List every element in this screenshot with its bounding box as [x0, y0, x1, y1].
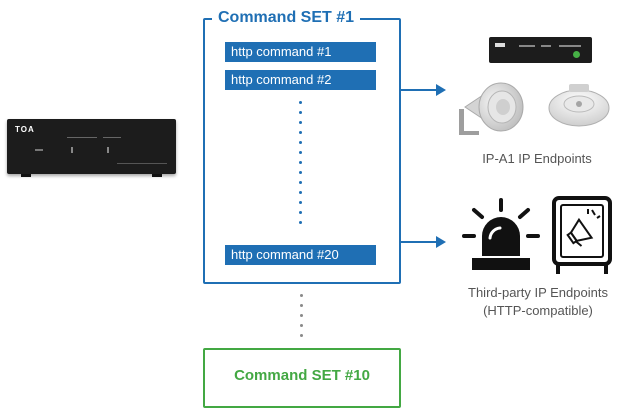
ellipsis-dot	[299, 201, 302, 204]
third-party-caption-line-1: Third-party IP Endpoints	[468, 285, 608, 300]
unit-label-2	[541, 45, 551, 47]
ellipsis-dot	[300, 304, 303, 307]
ellipsis-dot	[299, 141, 302, 144]
http-command-2: http command #2	[225, 70, 376, 90]
ceiling-speaker-icon	[548, 84, 610, 127]
device-panel-line-2	[103, 137, 121, 138]
ellipsis-dot	[299, 131, 302, 134]
third-party-caption-line-2: (HTTP-compatible)	[483, 303, 593, 318]
ellipsis-dot	[300, 314, 303, 317]
device-model-text	[117, 163, 167, 164]
ellipsis-dot	[299, 121, 302, 124]
ellipsis-dot	[299, 161, 302, 164]
command-set-10-box: Command SET #10	[203, 348, 401, 408]
arrow-to-third-party-icon	[400, 236, 446, 248]
ellipsis-dot	[300, 324, 303, 327]
device-foot-left	[21, 174, 31, 177]
http-command-1: http command #1	[225, 42, 376, 62]
warning-beacon-icon	[462, 198, 540, 270]
ellipsis-dot	[299, 211, 302, 214]
device-knob-1	[71, 147, 73, 153]
arrow-to-ip-a1-icon	[400, 84, 446, 96]
ellipsis-dot	[299, 101, 302, 104]
signage-display-icon	[552, 196, 612, 274]
http-command-20: http command #20	[225, 245, 376, 265]
unit-logo	[495, 43, 505, 47]
command-set-1-title: Command SET #1	[212, 8, 361, 28]
ellipsis-dot	[299, 221, 302, 224]
device-panel-line	[67, 137, 97, 138]
amplifier-device-image: TOA	[7, 119, 176, 177]
device-foot-right	[152, 174, 162, 177]
ellipsis-dot	[299, 171, 302, 174]
ip-a1-caption: IP-A1 IP Endpoints	[482, 151, 592, 166]
unit-label-3	[559, 45, 581, 47]
device-indicator	[35, 149, 43, 151]
third-party-caption: Third-party IP Endpoints (HTTP-compatibl…	[448, 284, 628, 320]
unit-status-led	[573, 51, 580, 58]
device-knob-2	[107, 147, 109, 153]
ellipsis-dot	[300, 294, 303, 297]
ip-a1-unit-image	[489, 37, 592, 63]
horn-speaker-icon	[459, 82, 524, 135]
ellipsis-dot	[300, 334, 303, 337]
unit-label	[519, 45, 535, 47]
command-set-10-title: Command SET #10	[234, 367, 370, 384]
ellipsis-dot	[299, 191, 302, 194]
device-logo: TOA	[15, 125, 35, 134]
ellipsis-dot	[299, 111, 302, 114]
ellipsis-dot	[299, 181, 302, 184]
ellipsis-dot	[299, 151, 302, 154]
